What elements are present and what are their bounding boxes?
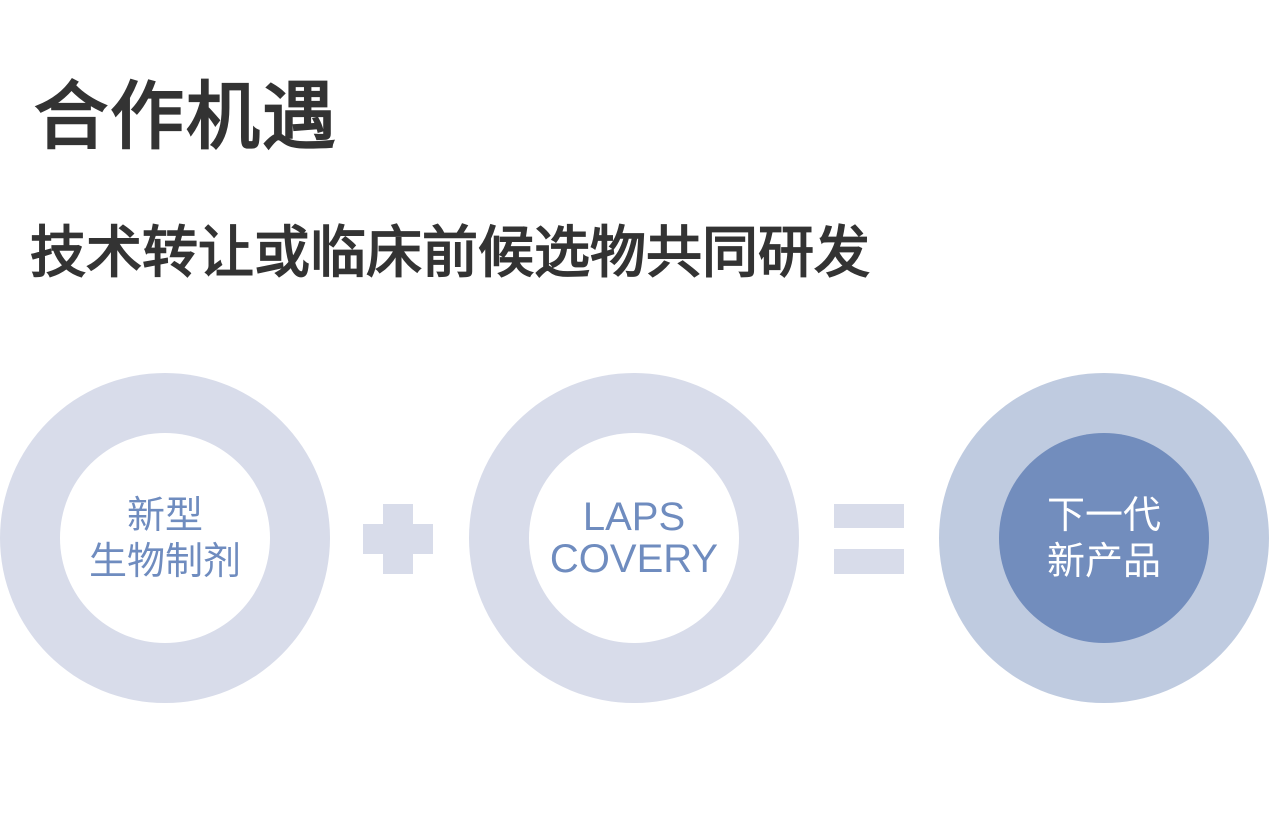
circle-next-gen-product: 下一代 新产品 bbox=[939, 373, 1269, 703]
page-subtitle: 技术转让或临床前候选物共同研发 bbox=[30, 221, 870, 286]
circle-inner: 下一代 新产品 bbox=[999, 433, 1209, 643]
circle-inner: LAPS COVERY bbox=[529, 433, 739, 643]
circle-label-line1: 新型 bbox=[126, 493, 203, 537]
circle-label-line1: LAPS bbox=[582, 495, 686, 539]
circle-inner: 新型 生物制剂 bbox=[60, 433, 270, 643]
circle-label-line2: COVERY bbox=[549, 537, 719, 581]
circle-biologics: 新型 生物制剂 bbox=[0, 373, 330, 703]
circle-label-line2: 生物制剂 bbox=[88, 539, 241, 583]
page-title: 合作机遇 bbox=[34, 74, 338, 160]
circle-lapscovery: LAPS COVERY bbox=[469, 373, 799, 703]
circle-label-line2: 新产品 bbox=[1046, 539, 1161, 583]
circle-label-line1: 下一代 bbox=[1046, 493, 1161, 537]
